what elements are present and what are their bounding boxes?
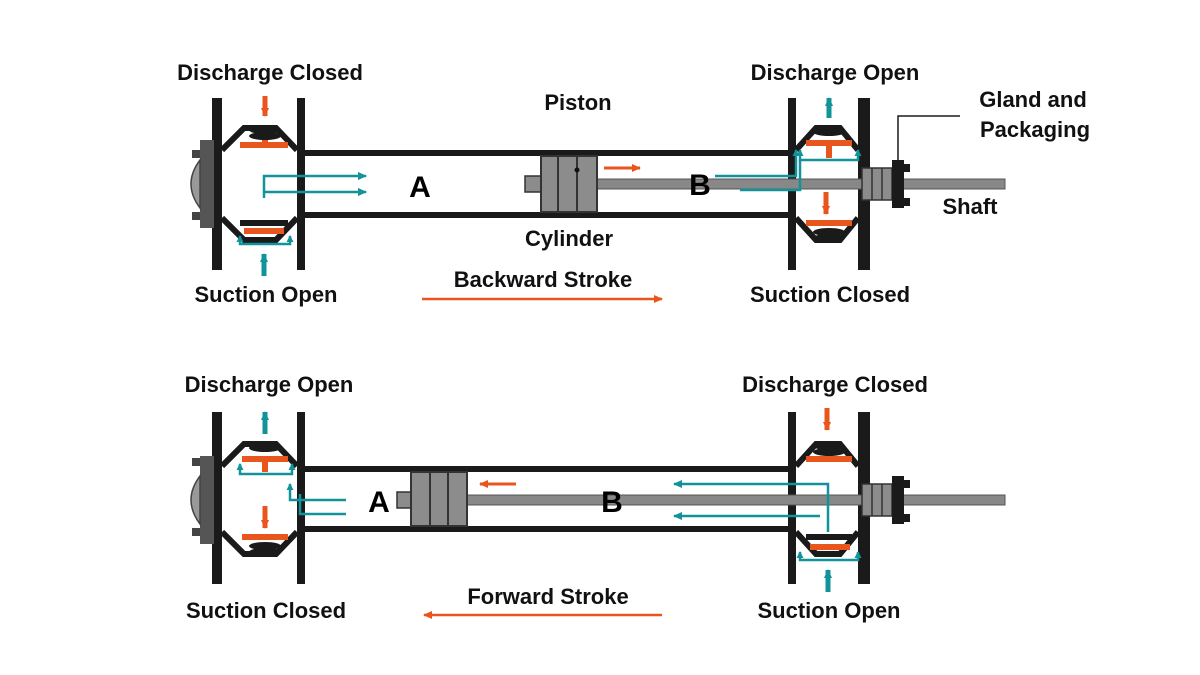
bottom-label-chamber-b: B [601,486,623,519]
top-label-chamber-a: A [409,171,431,204]
label-cylinder: Cylinder [525,226,613,251]
bottom-flow-arrows-a [286,483,346,516]
top-label-discharge-right: Discharge Open [751,60,920,85]
bottom-suction-valve-left [242,506,288,556]
top-label-discharge-left: Discharge Closed [177,60,363,85]
gland-leader-line [897,115,960,162]
top-suction-valve-right [806,192,852,242]
bottom-label-stroke: Forward Stroke [467,584,628,609]
top-label-stroke: Backward Stroke [454,267,633,292]
top-cylinder [305,150,788,218]
top-gland-packing [861,160,910,208]
top-label-suction-right: Suction Closed [750,282,910,307]
top-diagram: Discharge Closed Discharge Open Suction … [177,60,1090,307]
top-suction-valve-left [236,220,294,276]
bottom-piston [410,471,468,527]
bottom-discharge-valve-right [806,408,852,462]
top-flow-arrows-a [262,172,367,198]
label-gland-line2: Packaging [980,117,1090,142]
top-left-endcap [190,98,222,270]
bottom-label-chamber-a: A [368,486,390,519]
bottom-discharge-valve-left [236,411,296,476]
label-gland-line1: Gland and [979,87,1087,112]
top-label-suction-left: Suction Open [195,282,338,307]
bottom-left-valve-housing [219,412,305,584]
bottom-cylinder [305,466,788,532]
top-discharge-valve-left [240,96,288,148]
label-shaft: Shaft [943,194,999,219]
bottom-diagram: Discharge Open Discharge Closed Suction … [185,372,1006,623]
label-piston: Piston [544,90,611,115]
bottom-label-discharge-left: Discharge Open [185,372,354,397]
bottom-label-suction-right: Suction Open [758,598,901,623]
bottom-gland-packing [861,476,910,524]
bottom-suction-valve-right [796,534,862,592]
bottom-label-suction-left: Suction Closed [186,598,346,623]
top-discharge-valve-right [796,97,862,162]
top-label-chamber-b: B [689,169,711,202]
top-flow-arrows-b [715,149,802,192]
bottom-label-discharge-right: Discharge Closed [742,372,928,397]
bottom-left-endcap [190,412,222,584]
bottom-shaft [396,491,1006,509]
bottom-flow-arrows-b [673,480,830,532]
top-piston [540,155,598,213]
